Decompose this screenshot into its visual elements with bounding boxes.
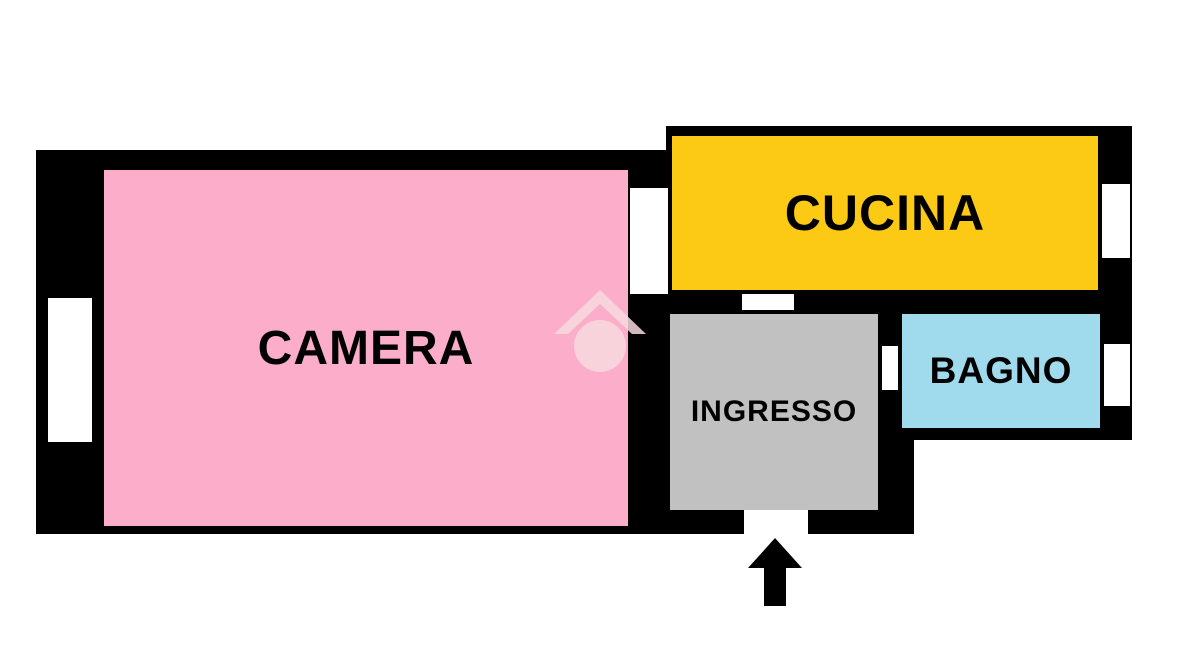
room-ingresso-label: INGRESSO: [690, 395, 858, 428]
house-logo-icon: [554, 290, 646, 372]
up-arrow-icon: [748, 538, 802, 606]
window-cucina-right: [1102, 184, 1130, 258]
window-camera-left: [48, 298, 92, 442]
room-cucina-label: CUCINA: [784, 185, 986, 241]
room-camera: CAMERA: [104, 170, 628, 526]
room-bagno-label: BAGNO: [929, 350, 1073, 391]
door-cucina-ingresso: [742, 294, 794, 310]
room-ingresso: INGRESSO: [670, 314, 878, 510]
door-camera-ingresso: [630, 188, 668, 294]
entrance-door-gap: [744, 510, 808, 536]
room-bagno: BAGNO: [902, 314, 1100, 428]
room-cucina: CUCINA: [672, 136, 1098, 290]
room-camera-label: CAMERA: [257, 321, 475, 375]
window-bagno-right: [1104, 344, 1130, 406]
door-ingresso-bagno: [882, 346, 898, 390]
